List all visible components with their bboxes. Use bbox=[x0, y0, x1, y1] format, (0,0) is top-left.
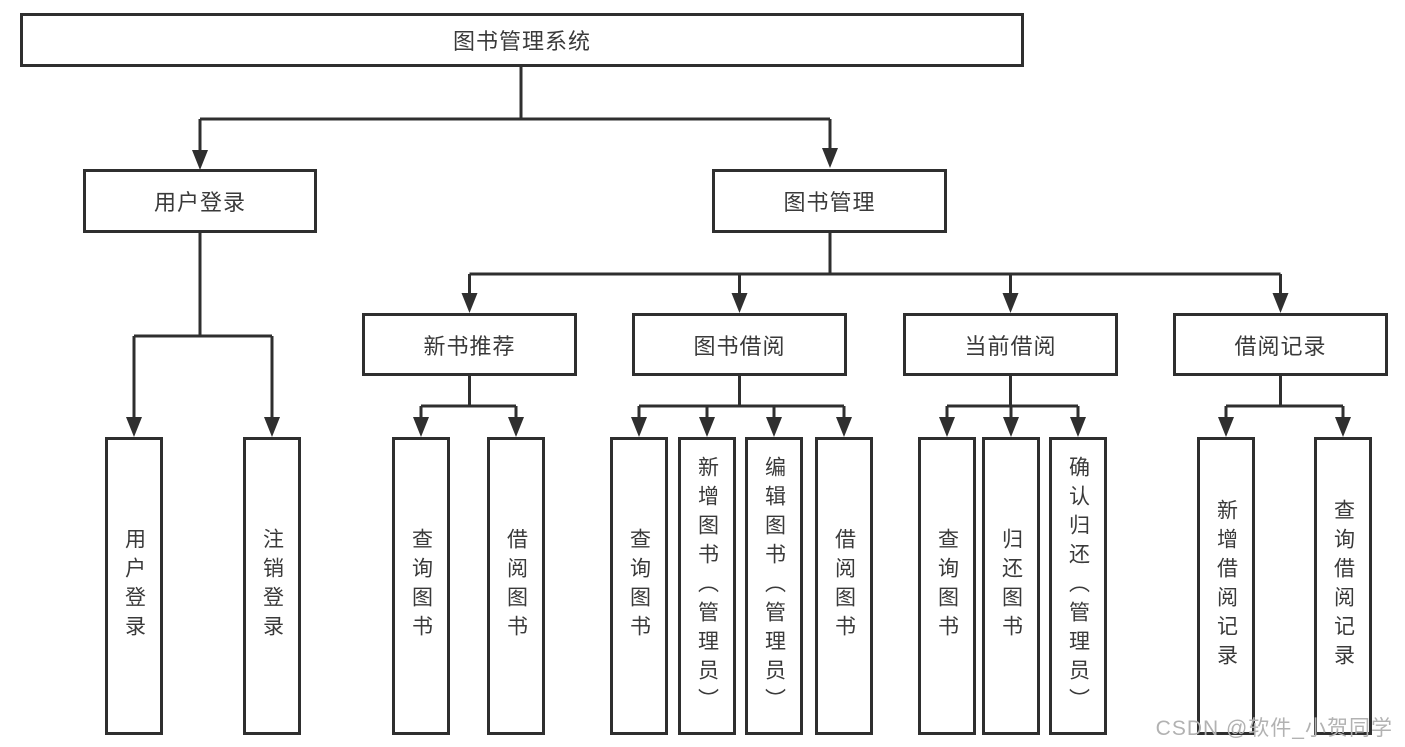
node-book-management: 图书管理 bbox=[712, 169, 947, 233]
leaf-logout-label: 注销登录 bbox=[260, 528, 284, 644]
leaf-add-book-admin-label: 新增图书（管理员） bbox=[695, 455, 719, 717]
leaf-confirm-return-admin: 确认归还（管理员） bbox=[1049, 437, 1107, 735]
leaf-add-borrow-record: 新增借阅记录 bbox=[1197, 437, 1255, 735]
leaf-user-login-label: 用户登录 bbox=[122, 528, 146, 644]
leaf-query-books-1: 查询图书 bbox=[392, 437, 450, 735]
node-borrow-records-label: 借阅记录 bbox=[1234, 333, 1327, 359]
node-book-borrow: 图书借阅 bbox=[632, 313, 847, 376]
leaf-user-login: 用户登录 bbox=[105, 437, 163, 735]
leaf-add-borrow-record-label: 新增借阅记录 bbox=[1214, 499, 1238, 673]
node-user-login: 用户登录 bbox=[83, 169, 317, 233]
node-current-borrow-label: 当前借阅 bbox=[964, 333, 1057, 359]
node-user-login-label: 用户登录 bbox=[153, 190, 246, 215]
leaf-query-books-2-label: 查询图书 bbox=[627, 528, 651, 644]
leaf-query-books-3: 查询图书 bbox=[918, 437, 976, 735]
leaf-borrow-books-1-label: 借阅图书 bbox=[504, 528, 528, 644]
leaf-query-borrow-record: 查询借阅记录 bbox=[1314, 437, 1372, 735]
leaf-borrow-books-1: 借阅图书 bbox=[487, 437, 545, 735]
node-new-book-recommend-label: 新书推荐 bbox=[423, 333, 516, 359]
arrowheads bbox=[126, 148, 1351, 437]
leaf-borrow-books-2-label: 借阅图书 bbox=[832, 528, 856, 644]
leaf-return-book: 归还图书 bbox=[982, 437, 1040, 735]
leaf-return-book-label: 归还图书 bbox=[999, 528, 1023, 644]
node-new-book-recommend: 新书推荐 bbox=[362, 313, 577, 376]
leaf-edit-book-admin-label: 编辑图书（管理员） bbox=[762, 455, 786, 717]
leaf-add-book-admin: 新增图书（管理员） bbox=[678, 437, 736, 735]
node-root: 图书管理系统 bbox=[20, 13, 1024, 67]
leaf-query-books-1-label: 查询图书 bbox=[409, 528, 433, 644]
leaf-query-books-3-label: 查询图书 bbox=[935, 528, 959, 644]
leaf-borrow-books-2: 借阅图书 bbox=[815, 437, 873, 735]
node-book-management-label: 图书管理 bbox=[783, 190, 876, 215]
leaf-edit-book-admin: 编辑图书（管理员） bbox=[745, 437, 803, 735]
node-root-label: 图书管理系统 bbox=[452, 29, 591, 54]
leaf-confirm-return-admin-label: 确认归还（管理员） bbox=[1066, 455, 1090, 717]
leaf-query-borrow-record-label: 查询借阅记录 bbox=[1331, 499, 1355, 673]
node-book-borrow-label: 图书借阅 bbox=[693, 333, 786, 359]
leaf-logout: 注销登录 bbox=[243, 437, 301, 735]
leaf-query-books-2: 查询图书 bbox=[610, 437, 668, 735]
node-current-borrow: 当前借阅 bbox=[903, 313, 1118, 376]
node-borrow-records: 借阅记录 bbox=[1173, 313, 1388, 376]
